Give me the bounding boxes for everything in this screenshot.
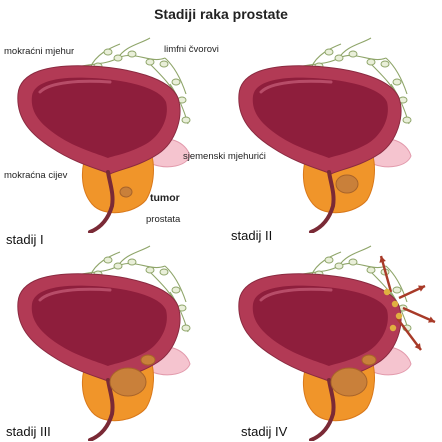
lymph-node [103,48,113,56]
tumor [119,186,133,198]
bladder-lumen [252,285,388,366]
lymph-node [402,116,412,124]
stage-4-label: stadij IV [241,424,288,439]
metastasis-node [389,324,397,332]
lymph-node [334,54,344,62]
tumor-label: tumor [150,192,180,204]
lymph-node [366,58,376,66]
urethra [309,170,336,233]
lymph-node [145,58,155,66]
lymph-node [324,48,334,56]
lymph-node [392,78,402,86]
metastasis-arrowhead [428,316,435,323]
lymph-vessel [89,43,121,69]
metastasis-node [391,300,399,308]
lymph-node [113,262,123,270]
lymph-nodes [59,37,191,125]
metastasis-node [383,288,391,296]
metastasis-arrow [379,255,393,293]
tumor-extension [140,354,156,366]
lymph-node [348,258,358,266]
tumor [109,367,147,397]
page-title: Stadiji raka prostate [154,6,288,22]
bladder-lumen [31,77,167,158]
tumor-extension [361,354,377,366]
metastasis-node [395,312,403,320]
lymph-node [159,268,169,276]
urethra [88,170,115,233]
lymph-vessel [385,265,408,303]
stage-3-panel: stadij III [0,232,221,441]
lymph-node [324,256,334,264]
lymph-node [380,60,390,68]
lymph-node [127,50,137,58]
bladder-highlight [38,287,112,302]
lymph-vessel [385,57,408,95]
lymph-vessel [164,265,187,303]
metastasis-arrowhead [414,343,421,350]
stage-2-panel: stadij II [221,24,442,243]
stage-3-label: stadij III [6,424,51,439]
lymph-node [113,54,123,62]
lymph-node [348,50,358,58]
bladder-lumen [31,285,167,366]
stage-4-panel: stadij IV [221,232,442,441]
tumor [335,174,359,194]
stage-1-illustration [17,37,191,233]
urethra [309,378,336,441]
lymph-node [181,116,191,124]
lymph-node [181,324,191,332]
lymph-nodes-label: limfni čvorovi [164,44,219,55]
lymph-node [392,286,402,294]
lymph-node [171,286,181,294]
tumor [330,367,368,397]
stage-1-panel: stadij I mokraćni mjehur limfni čvorovi … [0,24,221,247]
lymph-node [103,256,113,264]
lymph-node [145,266,155,274]
metastasis-arrows [379,255,436,351]
lymph-vessel [89,251,121,277]
stage-1-label: stadij I [6,232,44,247]
urethra-label: mokraćna cijev [4,170,68,181]
metastasis-arrowhead [418,285,425,292]
metastasis-arrow [396,317,422,351]
lymph-vessel [164,57,187,95]
stage-3-illustration [17,245,191,441]
lymph-vessel [310,43,342,69]
bladder-highlight [259,79,333,94]
stage-2-label: stadij II [231,228,273,243]
lymph-node [366,266,376,274]
lymph-nodes [59,245,191,333]
lymph-vessel [310,251,342,277]
stage-4-illustration [238,245,436,441]
bladder-label: mokraćni mjehur [4,46,75,57]
prostate-label: prostata [146,214,181,225]
bladder-highlight [259,287,333,302]
lymph-node [127,258,137,266]
bladder-highlight [38,79,112,94]
seminal-vesicles-label: sjemenski mjehurići [183,151,266,162]
metastasis-arrowhead [379,256,386,263]
lymph-node [159,60,169,68]
urethra [88,378,115,441]
stage-2-illustration [238,37,412,233]
lymph-node [171,78,181,86]
lymph-node [334,262,344,270]
bladder-lumen [252,77,388,158]
